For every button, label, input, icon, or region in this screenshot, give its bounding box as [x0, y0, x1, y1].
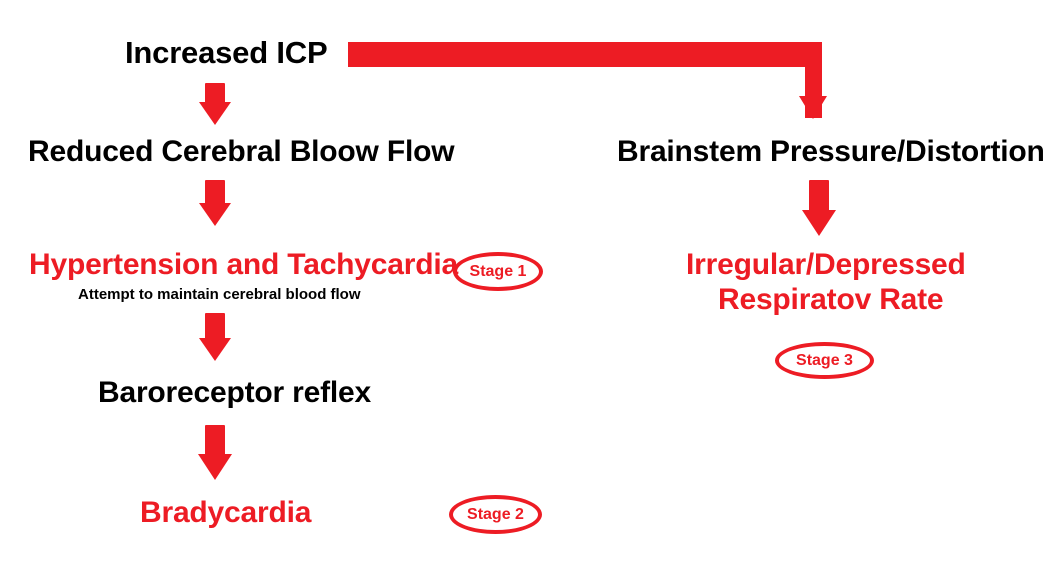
node-increased-icp: Increased ICP [125, 35, 328, 70]
node-reduced-cerebral-blood-flow: Reduced Cerebral Bloow Flow [28, 135, 455, 168]
arrow-icp-to-cerebral-blood-flow [198, 83, 232, 125]
node-brainstem-pressure-distortion: Brainstem Pressure/Distortion [617, 135, 1044, 168]
node-baroreceptor-reflex: Baroreceptor reflex [98, 376, 371, 409]
arrow-brainstem-to-respiratory-rate [801, 180, 837, 238]
arrow-baroreceptor-to-bradycardia [197, 425, 233, 482]
stage-badge-3-label: Stage 3 [796, 351, 853, 369]
stage-badge-2: Stage 2 [449, 495, 542, 534]
stage-badge-1-label: Stage 1 [469, 262, 527, 280]
elbow-connector-icp-to-brainstem [348, 42, 830, 124]
node-respiratory-rate-line1: Irregular/Depressed [686, 248, 966, 281]
arrow-cerebral-blood-flow-to-hypertension [198, 180, 232, 228]
node-respiratory-rate-line2: Respiratov Rate [718, 283, 944, 316]
stage-badge-3: Stage 3 [775, 342, 874, 379]
node-hypertension-and-tachycardia: Hypertension and Tachycardia [29, 248, 458, 281]
node-hypertension-note: Attempt to maintain cerebral blood flow [78, 286, 361, 303]
arrow-hypertension-to-baroreceptor [198, 313, 232, 363]
stage-badge-1: Stage 1 [453, 252, 543, 291]
node-bradycardia: Bradycardia [140, 496, 312, 529]
stage-badge-2-label: Stage 2 [467, 505, 524, 523]
